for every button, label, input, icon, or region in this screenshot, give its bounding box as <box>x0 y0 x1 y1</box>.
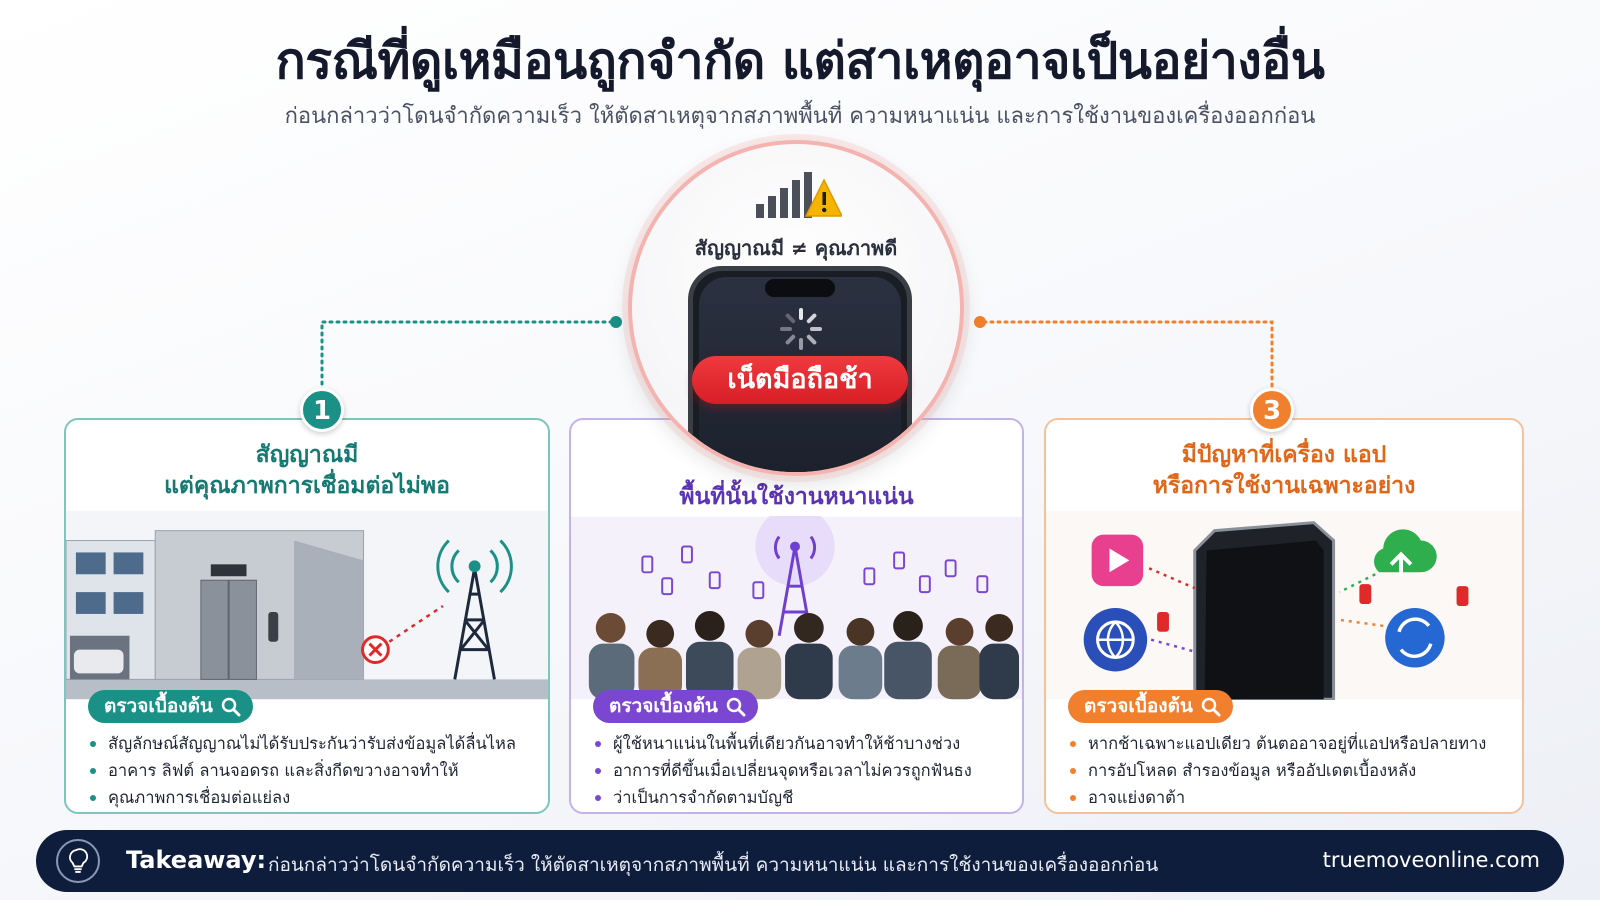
check-badge: ตรวจเบื้องต้น <box>593 690 758 723</box>
search-icon <box>726 697 746 717</box>
device-apps-illustration <box>1046 510 1522 700</box>
list-item: คุณภาพการเชื่อมต่อแย่ลง <box>88 784 534 811</box>
list-item: อาคาร ลิฟต์ ลานจอดรถ และสิ่งกีดขวางอาจทำ… <box>88 757 534 784</box>
page-subtitle: ก่อนกล่าวว่าโดนจำกัดความเร็ว ให้ตัดสาเหต… <box>284 104 1316 129</box>
step-number-3: 3 <box>1250 388 1294 432</box>
list-item: อาการที่ดีขึ้นเมื่อเปลี่ยนจุดหรือเวลาไม่… <box>593 757 1008 784</box>
list-item: หากช้าเฉพาะแอปเดียว ต้นตออาจอยู่ที่แอปหร… <box>1068 730 1508 757</box>
card-title: พื้นที่นั้นใช้งานหนาแน่น <box>679 484 914 510</box>
signal-warning-icon <box>756 172 842 218</box>
step-number-1: 1 <box>300 388 344 432</box>
search-icon <box>1201 697 1221 717</box>
takeaway-bar: Takeaway: ก่อนกล่าวว่าโดนจำกัดความเร็ว ใ… <box>36 830 1564 892</box>
crowd-illustration <box>571 516 1022 700</box>
list-item: สัญลักษณ์สัญญาณไม่ได้รับประกันว่ารับส่งข… <box>88 730 534 757</box>
card-title: สัญญาณมี แต่คุณภาพการเชื่อมต่อไม่พอ <box>164 442 450 499</box>
check-badge: ตรวจเบื้องต้น <box>1068 690 1233 723</box>
bullet-list: หากช้าเฉพาะแอปเดียว ต้นตออาจอยู่ที่แอปหร… <box>1068 730 1508 811</box>
site-link[interactable]: truemoveonline.com <box>1322 848 1540 872</box>
signal-quality-text: สัญญาณมี ≠ คุณภาพดี <box>694 236 898 260</box>
search-icon <box>221 697 241 717</box>
page-title: กรณีที่ดูเหมือนถูกจำกัด แต่สาเหตุอาจเป็น… <box>275 32 1325 90</box>
list-item: การอัปโหลด สำรองข้อมูล หรืออัปเดตเบื้องห… <box>1068 757 1508 784</box>
slow-internet-label: เน็ตมือถือช้า <box>692 356 908 404</box>
bullet-list: ผู้ใช้หนาแน่นในพื้นที่เดียวกันอาจทำให้ช้… <box>593 730 1008 811</box>
takeaway-text: ก่อนกล่าวว่าโดนจำกัดความเร็ว ให้ตัดสาเหต… <box>268 854 1159 876</box>
card-title: มีปัญหาที่เครื่อง แอป หรือการใช้งานเฉพาะ… <box>1152 442 1416 499</box>
list-item: อาจแย่งดาต้า <box>1068 784 1508 811</box>
lightbulb-icon <box>56 839 100 883</box>
center-slow-internet: สัญญาณมี ≠ คุณภาพดี เน็ตมือถือช้า <box>628 140 964 476</box>
check-badge: ตรวจเบื้องต้น <box>88 690 253 723</box>
takeaway-label: Takeaway: <box>126 846 267 874</box>
bullet-list: สัญลักษณ์สัญญาณไม่ได้รับประกันว่ารับส่งข… <box>88 730 534 811</box>
card-signal-quality: สัญญาณมี แต่คุณภาพการเชื่อมต่อไม่พอ ตรวจ… <box>64 418 550 814</box>
card-device-app: มีปัญหาที่เครื่อง แอป หรือการใช้งานเฉพาะ… <box>1044 418 1524 814</box>
loading-spinner-icon <box>780 308 822 350</box>
list-item: ผู้ใช้หนาแน่นในพื้นที่เดียวกันอาจทำให้ช้… <box>593 730 1008 757</box>
card-crowded-area: พื้นที่นั้นใช้งานหนาแน่น ตรวจเ <box>569 418 1024 814</box>
building-tower-illustration <box>66 510 548 700</box>
list-item: ว่าเป็นการจำกัดตามบัญชี <box>593 784 1008 811</box>
